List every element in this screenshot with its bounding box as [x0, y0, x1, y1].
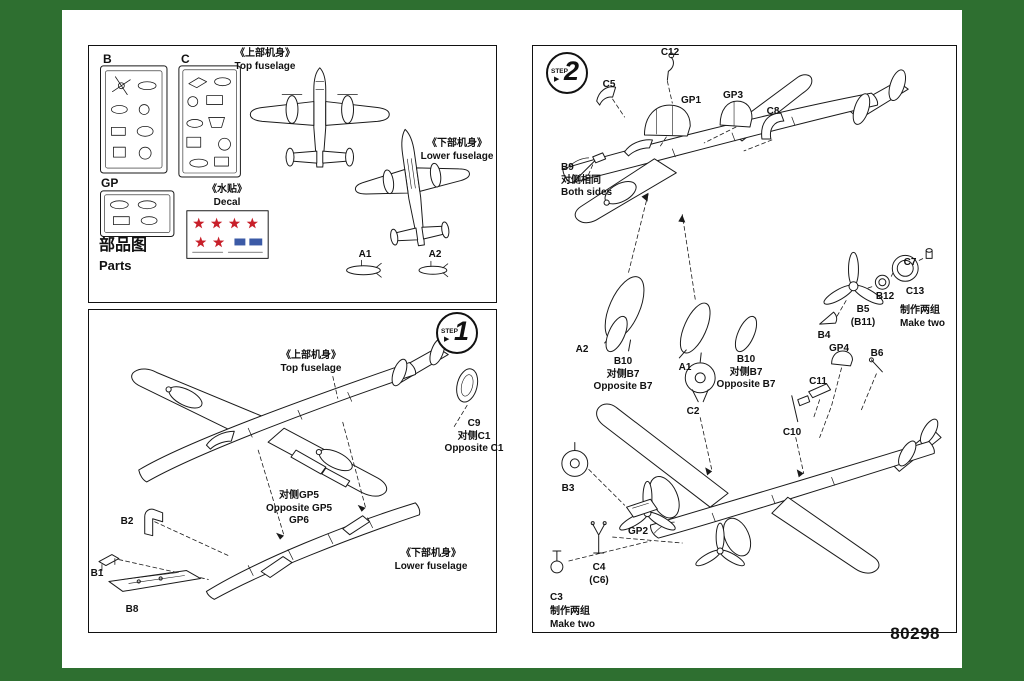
step2-badge-number: 2 — [563, 56, 579, 86]
step-arrow-icon: ▶ — [554, 76, 560, 83]
step1-badge-word: STEP — [441, 328, 458, 335]
step2-artwork — [550, 52, 942, 574]
step1-artwork — [98, 337, 479, 600]
parts-panel-artwork — [100, 65, 470, 278]
kit-number: 80298 — [890, 624, 940, 643]
step2-badge: STEP ▶ 2 — [546, 52, 588, 94]
step-arrow-icon: ▶ — [444, 336, 450, 343]
step1-badge: STEP ▶ 1 — [436, 312, 478, 354]
step1-badge-number: 1 — [453, 316, 469, 346]
step2-badge-word: STEP — [551, 68, 568, 75]
